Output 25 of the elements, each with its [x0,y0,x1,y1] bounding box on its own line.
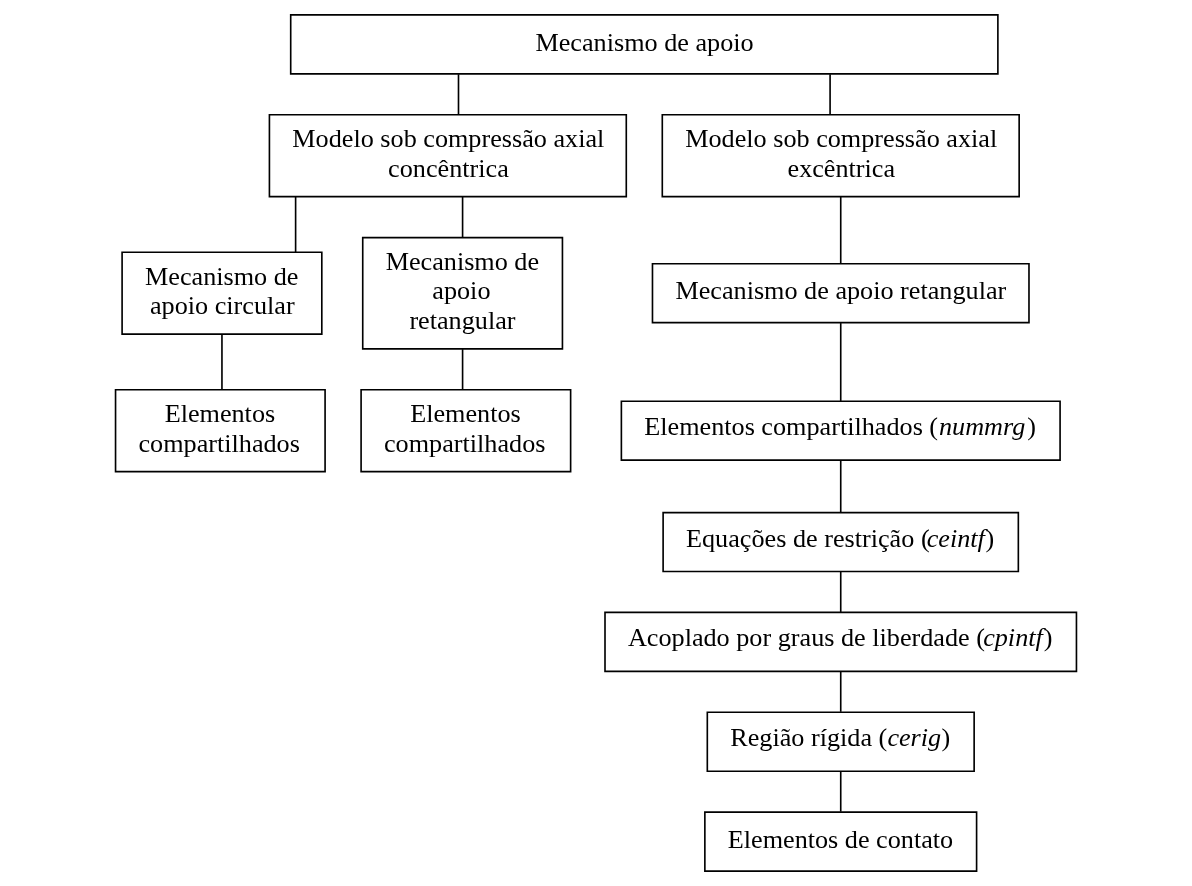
node-box: Elementos de contato [704,811,978,872]
connector [839,571,842,613]
connector [839,322,842,402]
node-box: Mecanismo de apoio [289,14,999,75]
connector [839,196,842,265]
node-box: Mecanismo de apoio circular [121,251,323,335]
connector [221,333,223,391]
node-box: Acoplado por graus de liberdade (cpintf) [604,611,1078,673]
connector [839,770,842,813]
connector [461,196,464,239]
node-box: Equações de restrição (ceintf) [662,511,1020,573]
node-box: Elementos compartilhados (nummrg) [620,400,1061,461]
node-box: Elementos compartilhados [114,389,326,473]
connector [294,196,297,253]
node-box: Mecanismo de apoio retangular [651,262,1030,324]
node-box: Mecanismo de apoio retangular [361,236,564,350]
node-box: Modelo sob compressão axial concêntrica [268,113,628,198]
connector [839,459,842,513]
connector [461,348,464,391]
connector [839,671,842,713]
node-box: Modelo sob compressão axial excêntrica [661,113,1020,198]
node-box: Elementos compartilhados [360,389,572,473]
node-box: Região rígida (cerig) [706,711,975,773]
connector [457,73,460,116]
connector [829,73,831,116]
